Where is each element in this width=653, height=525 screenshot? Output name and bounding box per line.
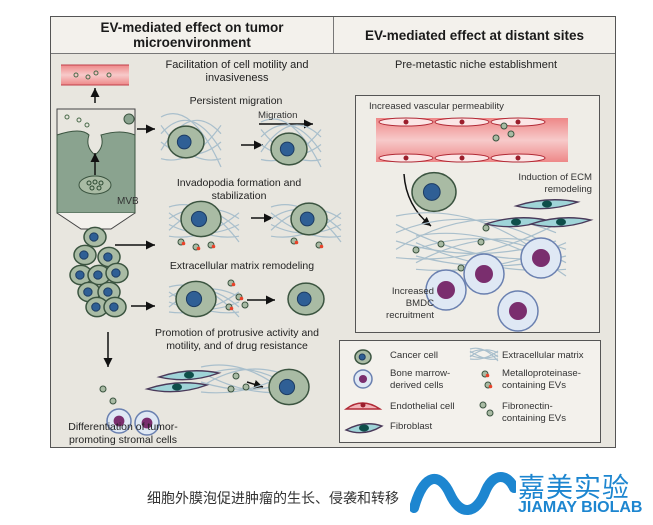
caption: 细胞外膜泡促进肿瘤的生长、侵袭和转移 [147, 491, 399, 507]
mmp-ev [315, 241, 324, 249]
cancer-cell [73, 244, 97, 266]
diagram-figure: EV-mediated effect on tumor microenviron… [50, 16, 616, 448]
bone-marrow-cell [106, 408, 132, 434]
bone-marrow-cell [463, 253, 505, 295]
mmp-ev [227, 279, 236, 287]
mmp-ev [235, 293, 244, 301]
diagram-artwork [56, 17, 342, 436]
legend-label-cancer-cell: Cancer cell [390, 350, 438, 361]
legend-label-ecm: Extracellular matrix [502, 350, 584, 361]
niche-artwork [376, 117, 594, 332]
legend-label-fibroblast: Fibroblast [390, 421, 433, 432]
bmdc-recruitment-label: Increased BMDC recruitment [386, 286, 434, 321]
mmp-ev [192, 243, 201, 251]
cell-illustrations [99, 113, 342, 436]
mvb-cell-section [56, 108, 136, 230]
ev [479, 401, 487, 409]
ev [437, 240, 445, 248]
step-label-ecm-remodeling: Extracellular matrix remodeling [169, 260, 315, 272]
cancer-cell [354, 349, 372, 365]
ecm-induction-label: Induction of ECM remodeling [518, 172, 592, 195]
mmp-ev [290, 237, 299, 245]
fibroblast [144, 382, 210, 393]
cancer-cell [268, 368, 310, 406]
legend-label-fibronectin-evs: Fibronectin-containing EVs [502, 401, 566, 424]
right-header: EV-mediated effect at distant sites [333, 17, 615, 54]
ev [241, 301, 249, 309]
step-label-persistent-migration: Persistent migration [189, 95, 283, 107]
step-label-protrusive-activity: Promotion of protrusive activity and mot… [155, 327, 319, 352]
mmp-ev [481, 370, 490, 378]
legend-label-bmdc: Bone marrow-derived cells [390, 368, 451, 391]
cancer-cell [270, 132, 308, 166]
ev [232, 372, 240, 380]
cancer-cell [167, 125, 205, 159]
fibroblast [513, 199, 581, 210]
mmp-ev [177, 238, 186, 246]
ev [482, 224, 490, 232]
step-label-stromal-differentiation: Differentiation of tumor-promoting strom… [68, 421, 178, 446]
cancer-cell [97, 246, 121, 268]
section-title-pre-metastatic-niche: Pre-metastic niche establishment [394, 59, 557, 71]
cancer-cell [290, 202, 328, 236]
mmp-ev [207, 241, 216, 249]
cancer-cell [287, 282, 325, 316]
vascular-permeability-label: Increased vascular permeability [369, 101, 504, 112]
mvb-label: MVB [117, 196, 139, 207]
cancer-cell [87, 264, 111, 286]
mmp-ev [225, 303, 234, 311]
ev [109, 397, 117, 405]
bone-marrow-cell [353, 369, 373, 389]
ev [477, 238, 485, 246]
section-title-motility: Facilitation of cell motility and invasi… [165, 59, 309, 84]
cancer-cell [69, 264, 93, 286]
cancer-cell [175, 280, 217, 318]
ev [99, 385, 107, 393]
mmp-ev [484, 381, 493, 389]
ev [486, 409, 494, 417]
blood-vessel-small [61, 64, 129, 86]
pre-metastatic-niche-panel: Increased vascular permeability Inductio… [355, 95, 600, 333]
step-label-invadopodia: Invadopodia formation and stabilization [176, 177, 302, 202]
cancer-cell [105, 262, 129, 284]
ev [457, 264, 465, 272]
cancer-cell [180, 200, 222, 238]
ev [492, 134, 500, 142]
cancer-cell [103, 296, 127, 318]
cancer-cell [85, 296, 109, 318]
legend-label-endothelial: Endothelial cell [390, 401, 455, 412]
ecm-fibers [469, 347, 499, 362]
ev [507, 130, 515, 138]
blood-vessel [376, 117, 568, 163]
migration-label: Migration [258, 110, 298, 121]
left-header: EV-mediated effect on tumor microenviron… [51, 17, 333, 54]
ev [227, 385, 235, 393]
jiamay-logo-wave-icon [410, 472, 516, 515]
ev [500, 122, 508, 130]
logo-chinese-text: 嘉美实验 [518, 473, 630, 504]
tumor-cluster [69, 226, 129, 318]
ev [412, 246, 420, 254]
fibroblast [528, 217, 594, 228]
endothelial-cell-icon [343, 402, 383, 410]
bone-marrow-cell [425, 269, 467, 311]
fibroblast [156, 370, 222, 381]
legend: Cancer cell Extracellular matrix Bone ma… [339, 340, 601, 443]
legend-icons [343, 347, 499, 434]
legend-label-mmp-evs: Metalloproteinase-containing EVs [502, 368, 581, 391]
cancer-cell [411, 171, 457, 213]
cancer-cell [83, 226, 107, 248]
bone-marrow-cell [520, 237, 562, 279]
ev [242, 383, 250, 391]
fibroblast [344, 423, 384, 434]
logo-english-text: JIAMAY BIOLAB [518, 499, 643, 516]
bone-marrow-cell [134, 410, 160, 436]
bone-marrow-cell [497, 290, 539, 332]
